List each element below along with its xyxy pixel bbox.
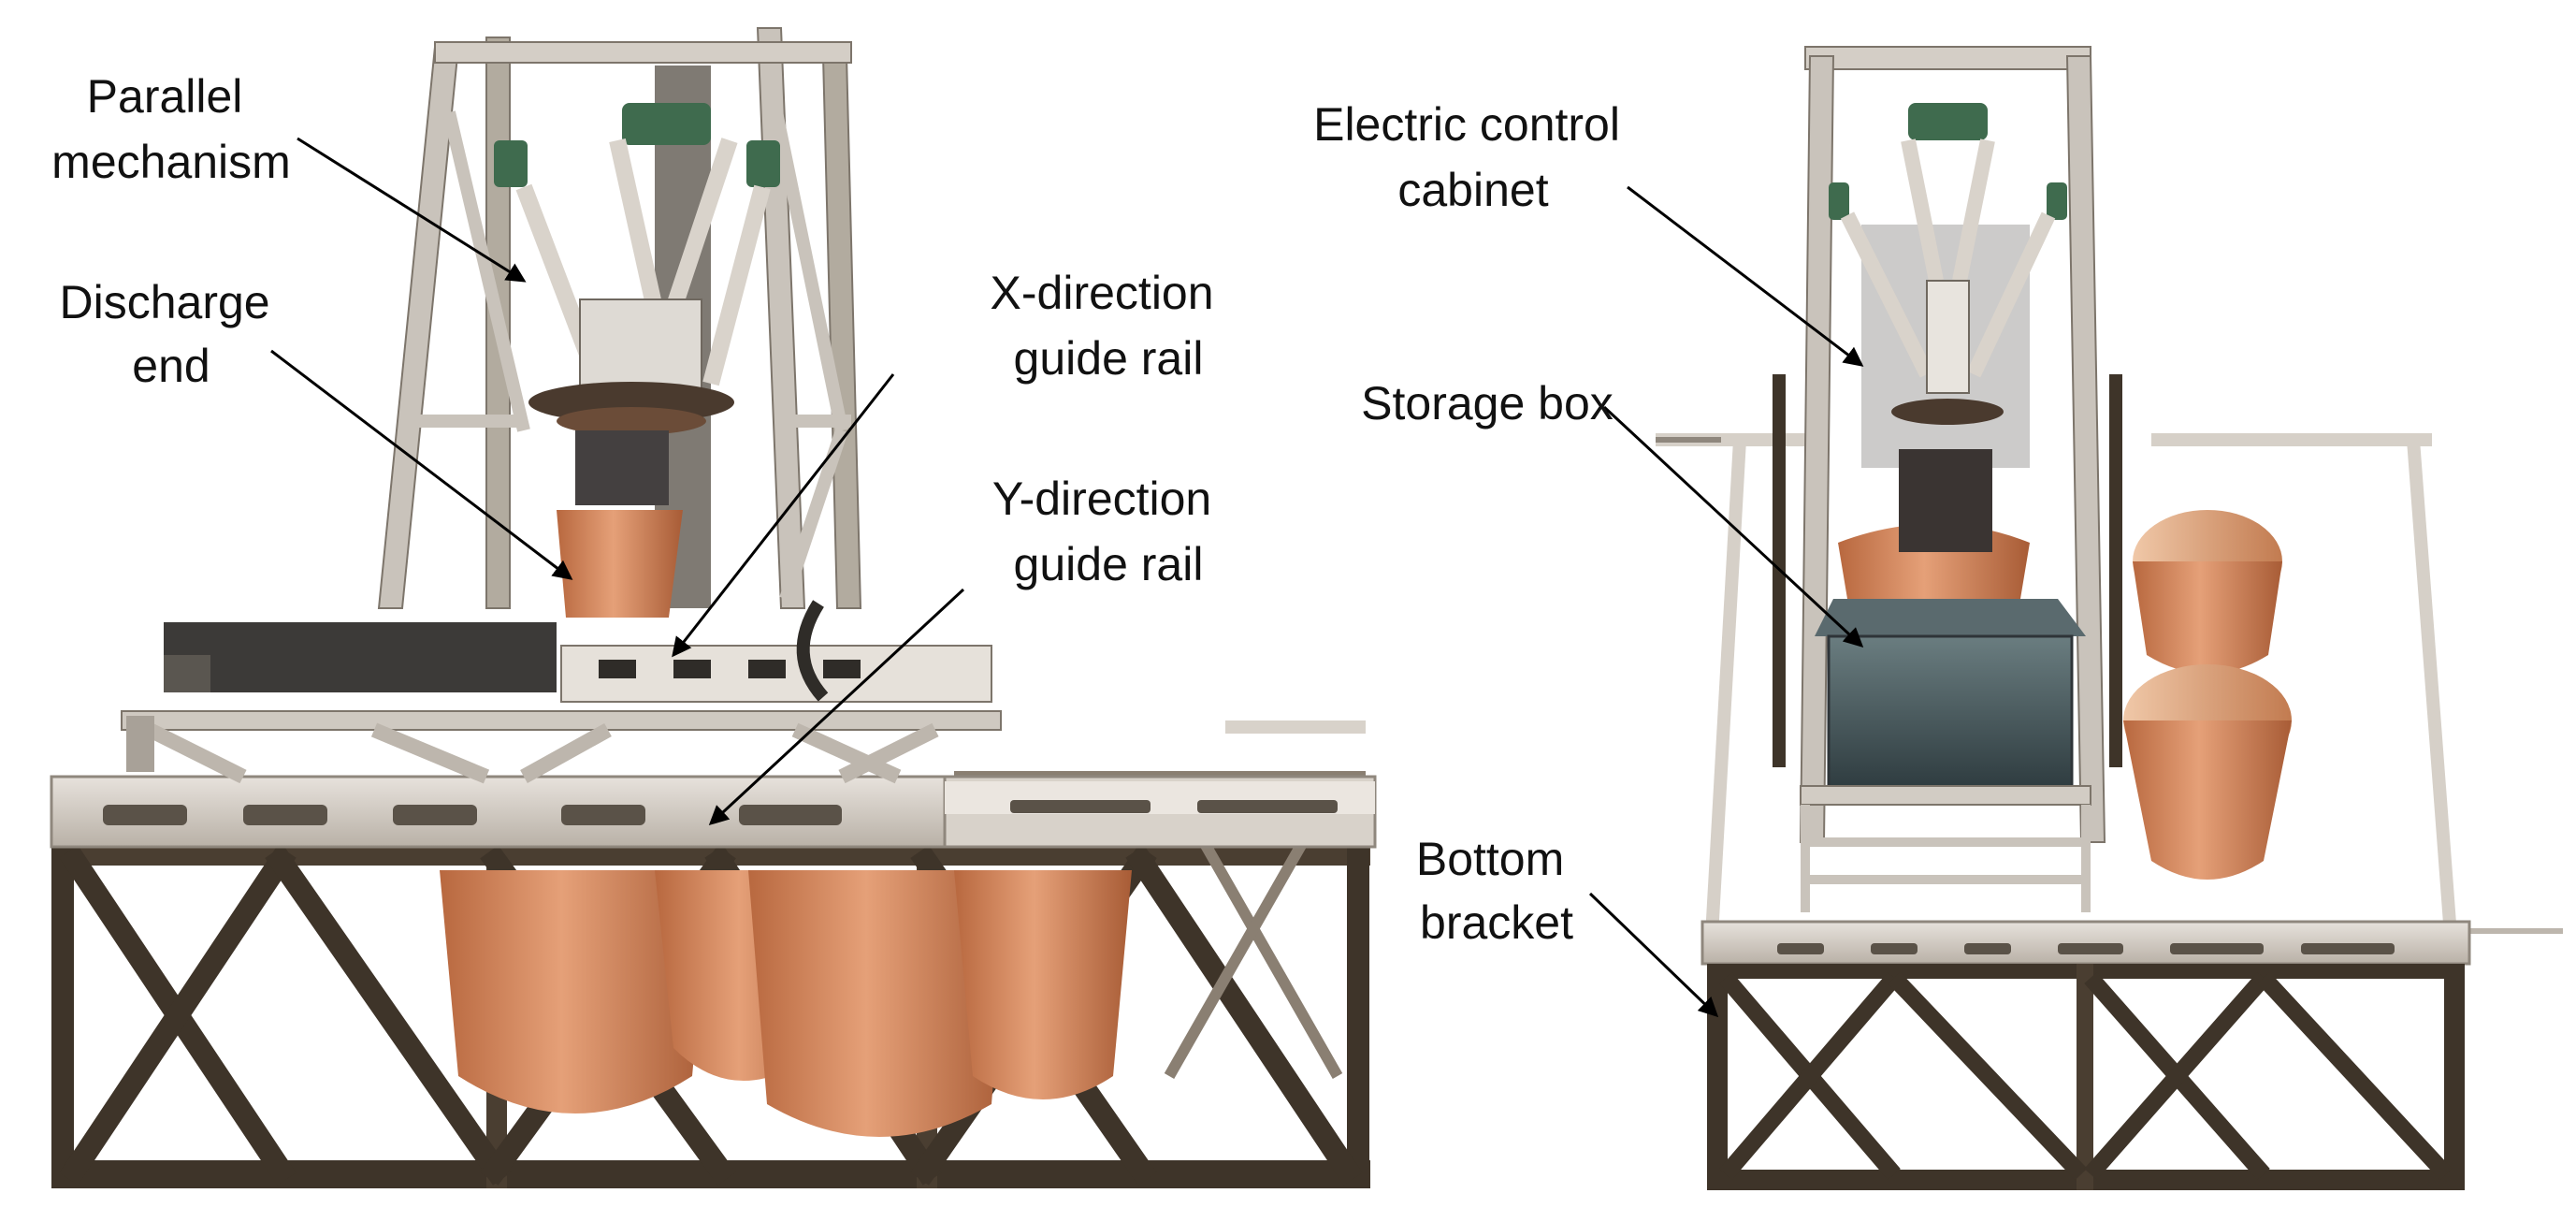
label-x-direction-guide-rail: X-direction guide rail xyxy=(991,267,1227,385)
label-bottom-bracket: Bottom bracket xyxy=(1416,833,1577,949)
right-storage-box xyxy=(1800,599,2091,912)
label-parallel-mechanism: Parallel mechanism xyxy=(51,70,291,188)
arrow-y-direction-guide-rail xyxy=(708,588,965,826)
arrow-storage-box xyxy=(1602,405,1864,648)
left-discharge-end xyxy=(557,430,683,618)
label-storage-box: Storage box xyxy=(1361,377,1614,429)
left-main-platform xyxy=(50,775,1377,849)
arrow-x-direction-guide-rail xyxy=(672,373,895,658)
right-apparatus-view xyxy=(1656,46,2563,1190)
leader-arrows xyxy=(270,137,1864,1018)
label-y-direction-guide-rail: Y-direction guide rail xyxy=(992,473,1224,590)
left-apparatus-view xyxy=(50,27,1377,1188)
right-bottom-bracket xyxy=(1700,920,2471,1190)
left-parallel-mechanism xyxy=(494,103,780,435)
left-pots xyxy=(440,870,1132,1137)
arrow-bottom-bracket xyxy=(1588,892,1719,1018)
arrow-parallel-mechanism xyxy=(297,137,527,283)
label-electric-control-cabinet: Electric control cabinet xyxy=(1313,98,1633,216)
right-parallel-mechanism xyxy=(1829,103,2067,425)
label-discharge-end: Discharge end xyxy=(59,276,282,392)
callout-labels: Parallel mechanism Discharge end X-direc… xyxy=(51,70,1633,949)
left-x-frame xyxy=(121,600,1002,784)
arrow-discharge-end xyxy=(270,349,573,580)
arrow-electric-control-cabinet xyxy=(1627,185,1864,367)
